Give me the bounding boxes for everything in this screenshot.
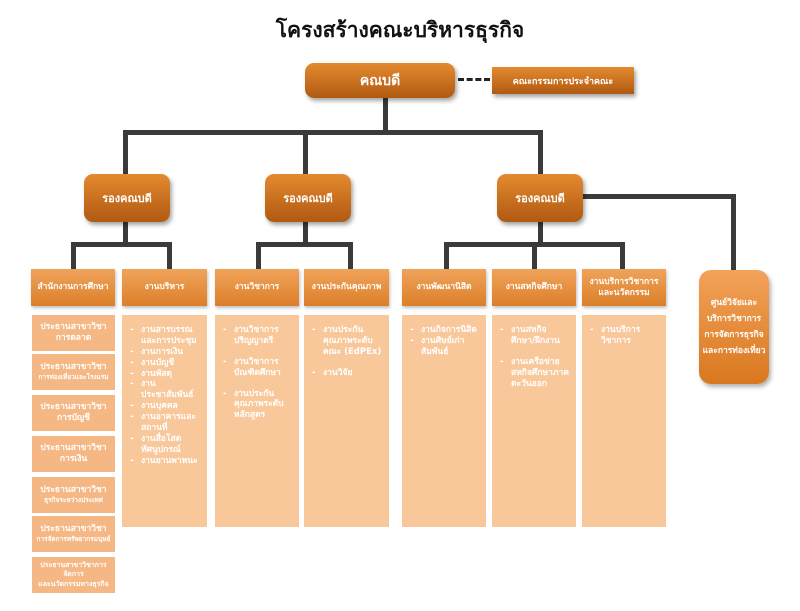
task-item: งานประกันคุณภาพระดับคณะ (EdPEx) <box>312 325 383 358</box>
unit-student-development: งานพัฒนานิสิต <box>402 269 486 306</box>
program-accounting: ประธานสาขาวิชาการบัญชี <box>32 395 115 431</box>
unit-academic: งานวิชาการ <box>215 269 299 306</box>
task-item: งานบุคคล <box>130 401 201 412</box>
research-center-node: ศูนย์วิจัยและ บริการวิชาการ การจัดการธุร… <box>699 270 769 384</box>
program-tourism-hotel: ประธานสาขาวิชาการท่องเที่ยวและโรงแรม <box>32 354 115 390</box>
student-task-panel: งานกิจการนิสิต งานศิษย์เก่าสัมพันธ์ <box>402 315 486 527</box>
dean-node: คณบดี <box>305 63 455 98</box>
admin-task-panel: งานสารบรรณและการประชุม งานการเงิน งานบัญ… <box>122 315 207 527</box>
page-title: โครงสร้างคณะบริหารธุรกิจ <box>275 18 525 42</box>
program-finance: ประธานสาขาวิชาการเงิน <box>32 436 115 472</box>
task-item: งานประกันคุณภาพระดับหลักสูตร <box>223 389 293 422</box>
task-item: งานการเงิน <box>130 347 201 358</box>
academic-task-panel: งานวิชาการปริญญาตรี งานวิชาการบัณฑิตศึกษ… <box>215 315 299 527</box>
unit-administration: งานบริหาร <box>122 269 207 306</box>
deputy-dean-1: รองคณบดี <box>84 174 170 222</box>
task-item: งานเครือข่ายสหกิจศึกษาภาคตะวันออก <box>500 357 570 390</box>
committee-node: คณะกรรมการประจำคณะ <box>492 67 634 94</box>
unit-quality-assurance: งานประกันคุณภาพ <box>304 269 389 306</box>
unit-education-office: สำนักงานการศึกษา <box>31 269 115 306</box>
task-item: งานสื่อโสตทัศนูปกรณ์ <box>130 434 201 456</box>
task-item: งานวิชาการปริญญาตรี <box>223 325 293 347</box>
task-item: งานบริการวิชาการ <box>590 325 660 347</box>
quality-task-panel: งานประกันคุณภาพระดับคณะ (EdPEx) งานวิจัย <box>304 315 389 527</box>
task-item: งานยานพาหนะ <box>130 456 201 467</box>
deputy-dean-3: รองคณบดี <box>497 174 583 222</box>
task-item: งานศิษย์เก่าสัมพันธ์ <box>410 336 480 358</box>
task-item: งานสหกิจศึกษา/ฝึกงาน <box>500 325 570 347</box>
task-item: งานกิจการนิสิต <box>410 325 480 336</box>
task-item: งานประชาสัมพันธ์ <box>130 379 201 401</box>
deputy-dean-2: รองคณบดี <box>265 174 351 222</box>
task-item: งานวิชาการบัณฑิตศึกษา <box>223 357 293 379</box>
task-item: งานพัสดุ <box>130 369 201 380</box>
task-item: งานวิจัย <box>312 368 383 379</box>
unit-cooperative-education: งานสหกิจศึกษา <box>492 269 576 306</box>
unit-academic-service: งานบริการวิชาการและนวัตกรรม <box>582 269 666 306</box>
task-item: งานอาคารและสถานที่ <box>130 412 201 434</box>
coop-task-panel: งานสหกิจศึกษา/ฝึกงาน งานเครือข่ายสหกิจศึ… <box>492 315 576 527</box>
program-international-business: ประธานสาขาวิชาธุรกิจระหว่างประเทศ <box>32 477 115 513</box>
task-item: งานสารบรรณและการประชุม <box>130 325 201 347</box>
program-marketing: ประธานสาขาวิชาการตลาด <box>32 315 115 351</box>
program-human-resource: ประธานสาขาวิชาการจัดการทรัพยากรมนุษย์ <box>32 516 115 552</box>
service-task-panel: งานบริการวิชาการ <box>582 315 666 527</box>
program-management-innovation: ประธานสาขาวิชาการจัดการและนวัตกรรมทางธุร… <box>32 557 115 593</box>
task-item: งานบัญชี <box>130 358 201 369</box>
